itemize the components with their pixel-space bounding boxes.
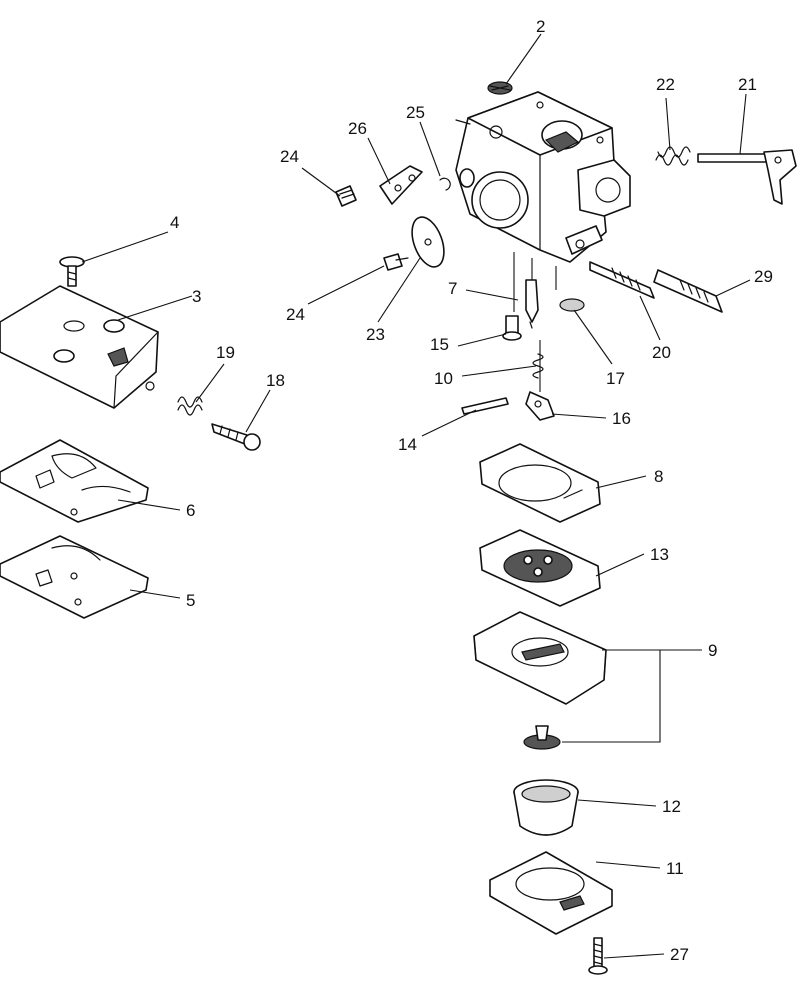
callout-10: 10 [434,369,453,388]
part-2-screen [487,81,513,95]
carburetor-body [455,91,631,263]
callout-9: 9 [708,641,717,660]
callout-21: 21 [738,75,757,94]
part-4-screw [59,256,85,287]
part-29-needle [653,269,723,313]
callout-24-lower: 24 [286,305,305,324]
part-22-spring [655,146,691,166]
part-6-gasket [0,439,149,523]
part-3-cover [0,285,159,409]
part-14-pin [461,397,509,415]
callout-13: 13 [650,545,669,564]
callout-5: 5 [186,591,195,610]
part-13-diaphragm [479,529,601,607]
callout-27: 27 [670,945,689,964]
part-18-screw [211,423,261,451]
part-9-check-valve [523,725,561,750]
callout-14: 14 [398,435,417,454]
callout-3: 3 [192,287,201,306]
callout-23: 23 [366,325,385,344]
callout-7: 7 [448,279,457,298]
callout-15: 15 [430,335,449,354]
part-16-lever [525,391,555,421]
callout-24-upper: 24 [280,147,299,166]
assembly-lines [513,252,557,392]
part-26-plate [379,165,423,205]
part-19-spring [177,396,203,416]
part-27-screw [588,937,608,975]
part-12-cup [513,779,579,836]
part-23-throttle-plate [411,216,445,268]
callout-4: 4 [170,213,179,232]
callout-22: 22 [656,75,675,94]
callout-19: 19 [216,343,235,362]
part-20-needle [589,261,655,299]
part-5-gasket [0,535,149,619]
part-24-lower-screw [383,253,409,271]
part-17-disc [559,298,585,312]
callout-2: 2 [536,17,545,36]
part-9-pump-cover [473,611,607,705]
part-7-needle [525,279,539,329]
part-24-upper-screw [335,185,357,207]
leader-lines [81,33,751,959]
callout-20: 20 [652,343,671,362]
callout-labels: 2 22 21 26 25 24 4 3 24 23 7 15 29 20 17… [170,17,773,964]
callout-29: 29 [754,267,773,286]
part-10-spring [532,353,544,379]
callout-26: 26 [348,119,367,138]
callout-6: 6 [186,501,195,520]
callout-8: 8 [654,467,663,486]
part-25-clip [439,177,451,191]
part-15-screw [502,315,522,341]
part-11-cover [489,851,613,935]
callout-18: 18 [266,371,285,390]
callout-17: 17 [606,369,625,388]
part-21-throttle-shaft [697,149,797,205]
part-8-gasket [479,443,601,523]
callout-25: 25 [406,103,425,122]
callout-11: 11 [666,859,684,878]
callout-16: 16 [612,409,631,428]
callout-12: 12 [662,797,681,816]
